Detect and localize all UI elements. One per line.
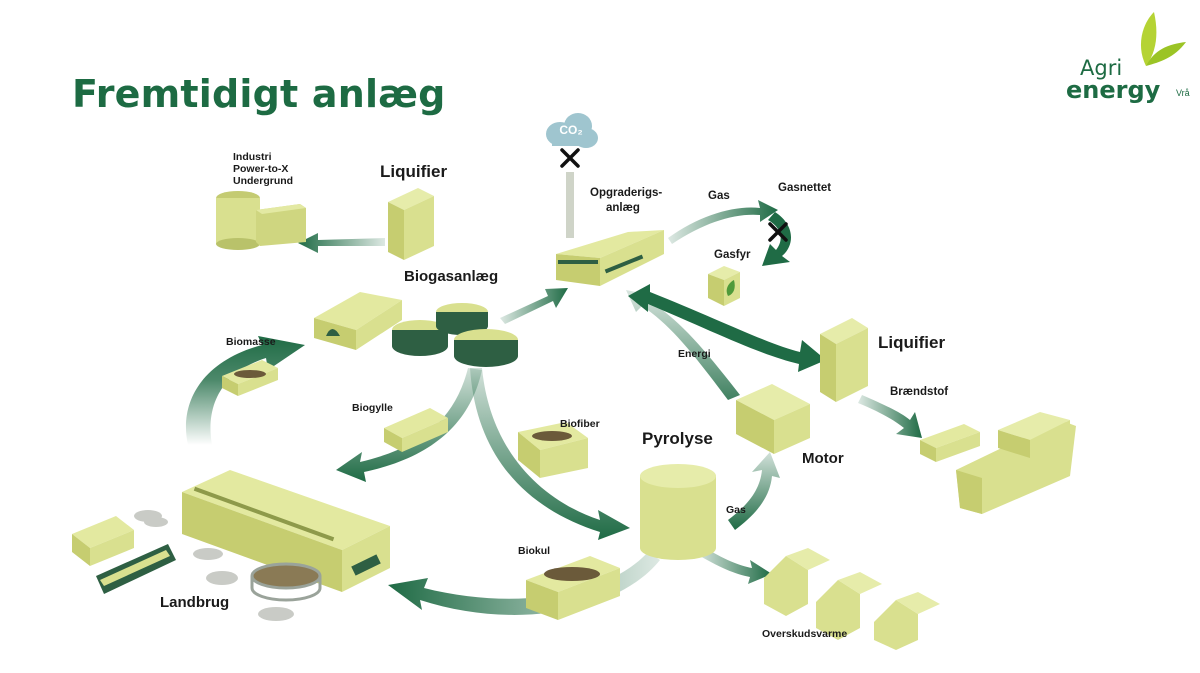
label-biokul: Biokul — [518, 545, 551, 557]
cows — [134, 510, 294, 621]
blocked-x-icon — [768, 222, 788, 242]
arrow-liquifier-to-industri — [298, 233, 385, 253]
liquifier-top-building — [388, 188, 434, 260]
slurry-tank — [250, 562, 322, 602]
arrow-upgrade-liquifier-right — [628, 284, 826, 372]
label-opgraderingsanlaeg: Opgraderigs- anlæg — [590, 186, 662, 216]
agri-energy-logo: Agri energy Vrå — [1062, 8, 1198, 108]
motor-building — [736, 384, 810, 454]
label-braendstof: Brændstof — [890, 386, 949, 398]
flame-leaf-icon — [726, 280, 735, 296]
label-opgradering-line2: anlæg — [606, 202, 640, 214]
label-gasnettet: Gasnettet — [778, 182, 832, 194]
logo-line2: energy — [1066, 76, 1161, 104]
logo-suffix: Vrå — [1176, 88, 1190, 98]
arrow-upgrade-to-gasnettet — [668, 200, 778, 244]
leaf-logo-icon — [1140, 12, 1186, 66]
co2-label: CO₂ — [559, 123, 583, 137]
ship — [956, 412, 1076, 514]
harvester — [72, 516, 176, 594]
label-biomasse: Biomasse — [226, 336, 276, 348]
truck-braendstof — [920, 424, 980, 462]
label-gas-bottom: Gas — [726, 504, 746, 516]
co2-cloud-icon — [546, 113, 598, 148]
label-opgradering-line1: Opgraderigs- — [590, 187, 663, 199]
label-overskudsvarme: Overskudsvarme — [762, 628, 848, 640]
arrow-biogas-to-pyrolyse — [470, 368, 630, 540]
arrow-motor-to-upgrade — [626, 290, 740, 400]
label-biogylle: Biogylle — [352, 402, 393, 414]
logo-line1: Agri — [1080, 56, 1123, 80]
arrow-biogas-to-upgrade — [500, 288, 568, 324]
label-industri-group: Industri Power-to-X Undergrund — [233, 151, 293, 187]
label-energi: Energi — [678, 348, 711, 360]
label-gasfyr: Gasfyr — [714, 249, 751, 261]
label-industri: Industri — [233, 151, 272, 163]
label-pyrolyse: Pyrolyse — [642, 429, 713, 448]
page-title: Fremtidigt anlæg — [72, 72, 446, 116]
arrow-liquifier-to-truck — [858, 395, 922, 438]
label-landbrug: Landbrug — [160, 594, 230, 611]
label-liquifier-top: Liquifier — [380, 162, 448, 181]
label-biofiber: Biofiber — [560, 418, 600, 430]
arrow-pyrolyse-to-heat — [695, 545, 772, 584]
arrow-pyrolyse-to-motor — [728, 452, 780, 530]
truck-biokul — [526, 556, 620, 620]
arrow-biogas-to-landbrug — [336, 368, 482, 482]
liquifier-right-building — [820, 318, 868, 402]
flow-arrows — [185, 200, 922, 615]
pyrolyse-unit — [640, 464, 716, 560]
industri-buildings — [216, 191, 306, 250]
gasfyr-unit — [708, 266, 740, 306]
upgrade-plant — [556, 172, 664, 286]
label-motor: Motor — [802, 450, 844, 467]
arrow-landbrug-to-biogas — [185, 336, 305, 445]
label-liquifier-right: Liquifier — [878, 333, 946, 352]
truck-biogylle — [384, 408, 448, 452]
label-power-to-x: Power-to-X — [233, 163, 289, 175]
overskudsvarme-houses — [764, 548, 940, 650]
biogasanlaeg-plant — [314, 292, 518, 367]
truck-biofiber — [518, 422, 588, 478]
label-gas-top: Gas — [708, 190, 730, 202]
truck-biomasse — [222, 360, 278, 396]
label-undergrund: Undergrund — [233, 175, 294, 187]
blocked-x-icon — [560, 148, 580, 168]
label-biogasanlaeg: Biogasanlæg — [404, 268, 499, 285]
